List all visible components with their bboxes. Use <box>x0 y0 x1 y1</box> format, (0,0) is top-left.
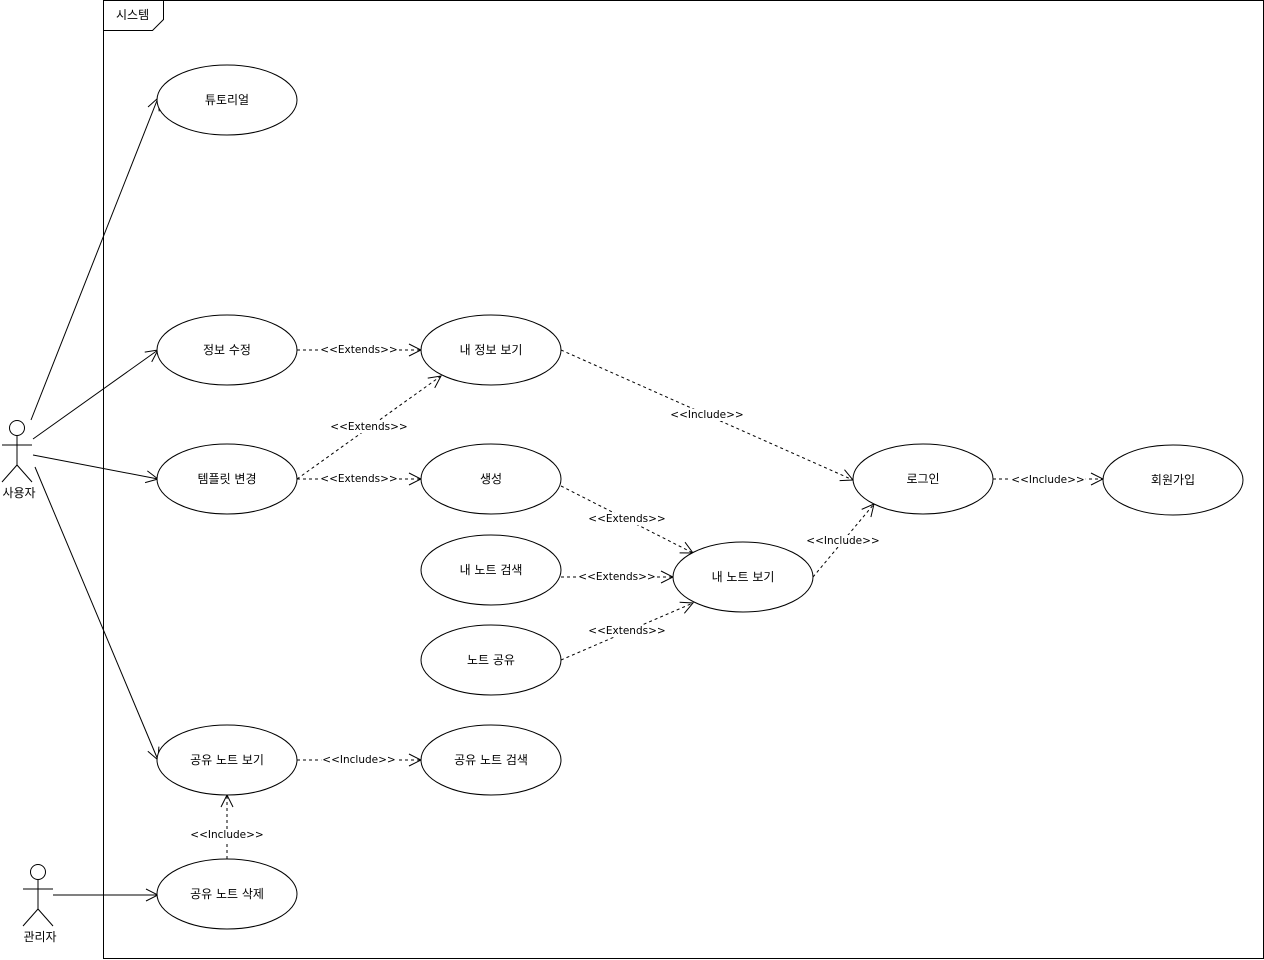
dependency-label-background <box>577 571 657 583</box>
system-title: 시스템 <box>116 8 149 22</box>
dependency-change_template-to-create: <<Extends>> <box>297 473 421 485</box>
dependency-label: <<Extends>> <box>330 421 407 433</box>
association-user-to-change_template <box>32 454 158 479</box>
use-case-label: 내 정보 보기 <box>460 343 523 357</box>
dependency-delete_shared_note-to-view_shared_note: <<Include>> <box>189 795 265 859</box>
use-case-ellipse <box>420 314 562 386</box>
dependency-label: <<Include>> <box>806 535 879 547</box>
dependency-view_my_info-to-login: <<Include>> <box>560 349 853 480</box>
dependency-label: <<Include>> <box>190 829 263 841</box>
dependency-label-background <box>321 754 397 766</box>
use-case-search-shared-note: 공유 노트 검색 <box>420 724 562 796</box>
dependency-line <box>812 504 874 578</box>
use-case-ellipse <box>156 858 298 930</box>
use-case-create: 생성 <box>420 443 562 515</box>
association-user-to-view_shared_note <box>34 466 158 760</box>
actor-right-leg <box>16 464 33 483</box>
use-case-label: 노트 공유 <box>467 653 515 667</box>
use-case-label: 템플릿 변경 <box>197 472 256 486</box>
dependency-label: <<Extends>> <box>320 473 397 485</box>
dependency-create-to-view_my_note: <<Extends>> <box>560 485 693 553</box>
use-case-ellipse <box>672 541 814 613</box>
dependency-line <box>560 349 853 480</box>
use-case-label: 내 노트 검색 <box>460 563 523 577</box>
actor-admin: 관리자 <box>22 864 57 944</box>
use-case-ellipse <box>420 624 562 696</box>
actor-left-leg <box>22 908 39 927</box>
use-case-label: 공유 노트 삭제 <box>190 887 264 901</box>
dependency-label: <<Include>> <box>670 409 743 421</box>
use-case-ellipse <box>156 443 298 515</box>
dependency-label-background <box>319 473 399 485</box>
use-case-change-template: 템플릿 변경 <box>156 443 298 515</box>
use-case-view-shared-note: 공유 노트 보기 <box>156 724 298 796</box>
dependency-label-background <box>587 625 667 637</box>
use-case-label: 회원가입 <box>1151 473 1195 487</box>
use-case-tutorial: 튜토리얼 <box>156 64 298 136</box>
dependency-edit_info-to-view_my_info: <<Extends>> <box>297 344 421 356</box>
dependency-label: <<Extends>> <box>320 344 397 356</box>
dependency-search_my_note-to-view_my_note: <<Extends>> <box>561 571 673 583</box>
use-case-ellipse <box>420 724 562 796</box>
use-case-label: 로그인 <box>906 472 939 486</box>
use-case-label: 튜토리얼 <box>205 93 249 107</box>
dependency-label-background <box>587 513 667 525</box>
use-case-label: 공유 노트 보기 <box>190 753 264 767</box>
use-case-ellipse <box>420 534 562 606</box>
dependency-label-background <box>319 344 399 356</box>
dependency-label: <<Include>> <box>322 754 395 766</box>
actor-head <box>9 420 25 436</box>
use-case-search-my-note: 내 노트 검색 <box>420 534 562 606</box>
use-case-label: 정보 수정 <box>203 343 251 357</box>
use-case-ellipse <box>852 443 994 515</box>
use-case-label: 내 노트 보기 <box>712 570 775 584</box>
use-case-ellipse <box>156 724 298 796</box>
actor-label: 관리자 <box>23 930 56 944</box>
use-case-share-note: 노트 공유 <box>420 624 562 696</box>
dependency-label-background <box>189 829 265 841</box>
use-case-signup: 회원가입 <box>1102 444 1244 516</box>
use-case-label: 공유 노트 검색 <box>454 753 528 767</box>
use-case-delete-shared-note: 공유 노트 삭제 <box>156 858 298 930</box>
use-case-ellipse <box>156 64 298 136</box>
dependency-share_note-to-view_my_note: <<Extends>> <box>560 603 693 661</box>
dependency-label-background <box>1010 474 1086 486</box>
association-user-to-tutorial <box>30 98 158 421</box>
dependency-label: <<Extends>> <box>588 625 665 637</box>
dependency-label: <<Extends>> <box>588 513 665 525</box>
actor-label: 사용자 <box>2 486 35 500</box>
use-case-ellipse <box>156 314 298 386</box>
dependency-label-background <box>329 421 409 433</box>
dependency-login-to-signup: <<Include>> <box>993 474 1103 486</box>
dependency-label-background <box>669 409 745 421</box>
actor-right-leg <box>37 908 54 927</box>
dependency-change_template-to-view_my_info: <<Extends>> <box>296 376 441 480</box>
actor-left-leg <box>1 464 18 483</box>
association-user-to-edit_info <box>32 350 158 440</box>
dependency-label: <<Extends>> <box>578 571 655 583</box>
dependency-label-background <box>805 535 881 547</box>
dependency-view_my_note-to-login: <<Include>> <box>805 504 881 578</box>
dependency-view_shared_note-to-search_shared_note: <<Include>> <box>297 754 421 766</box>
actor-head <box>30 864 46 880</box>
use-case-view-my-info: 내 정보 보기 <box>420 314 562 386</box>
use-case-ellipse <box>1102 444 1244 516</box>
use-case-ellipse <box>420 443 562 515</box>
use-case-login: 로그인 <box>852 443 994 515</box>
use-case-label: 생성 <box>480 472 502 486</box>
use-case-edit-info: 정보 수정 <box>156 314 298 386</box>
use-case-view-my-note: 내 노트 보기 <box>672 541 814 613</box>
dependency-label: <<Include>> <box>1011 474 1084 486</box>
actor-user: 사용자 <box>1 420 36 500</box>
